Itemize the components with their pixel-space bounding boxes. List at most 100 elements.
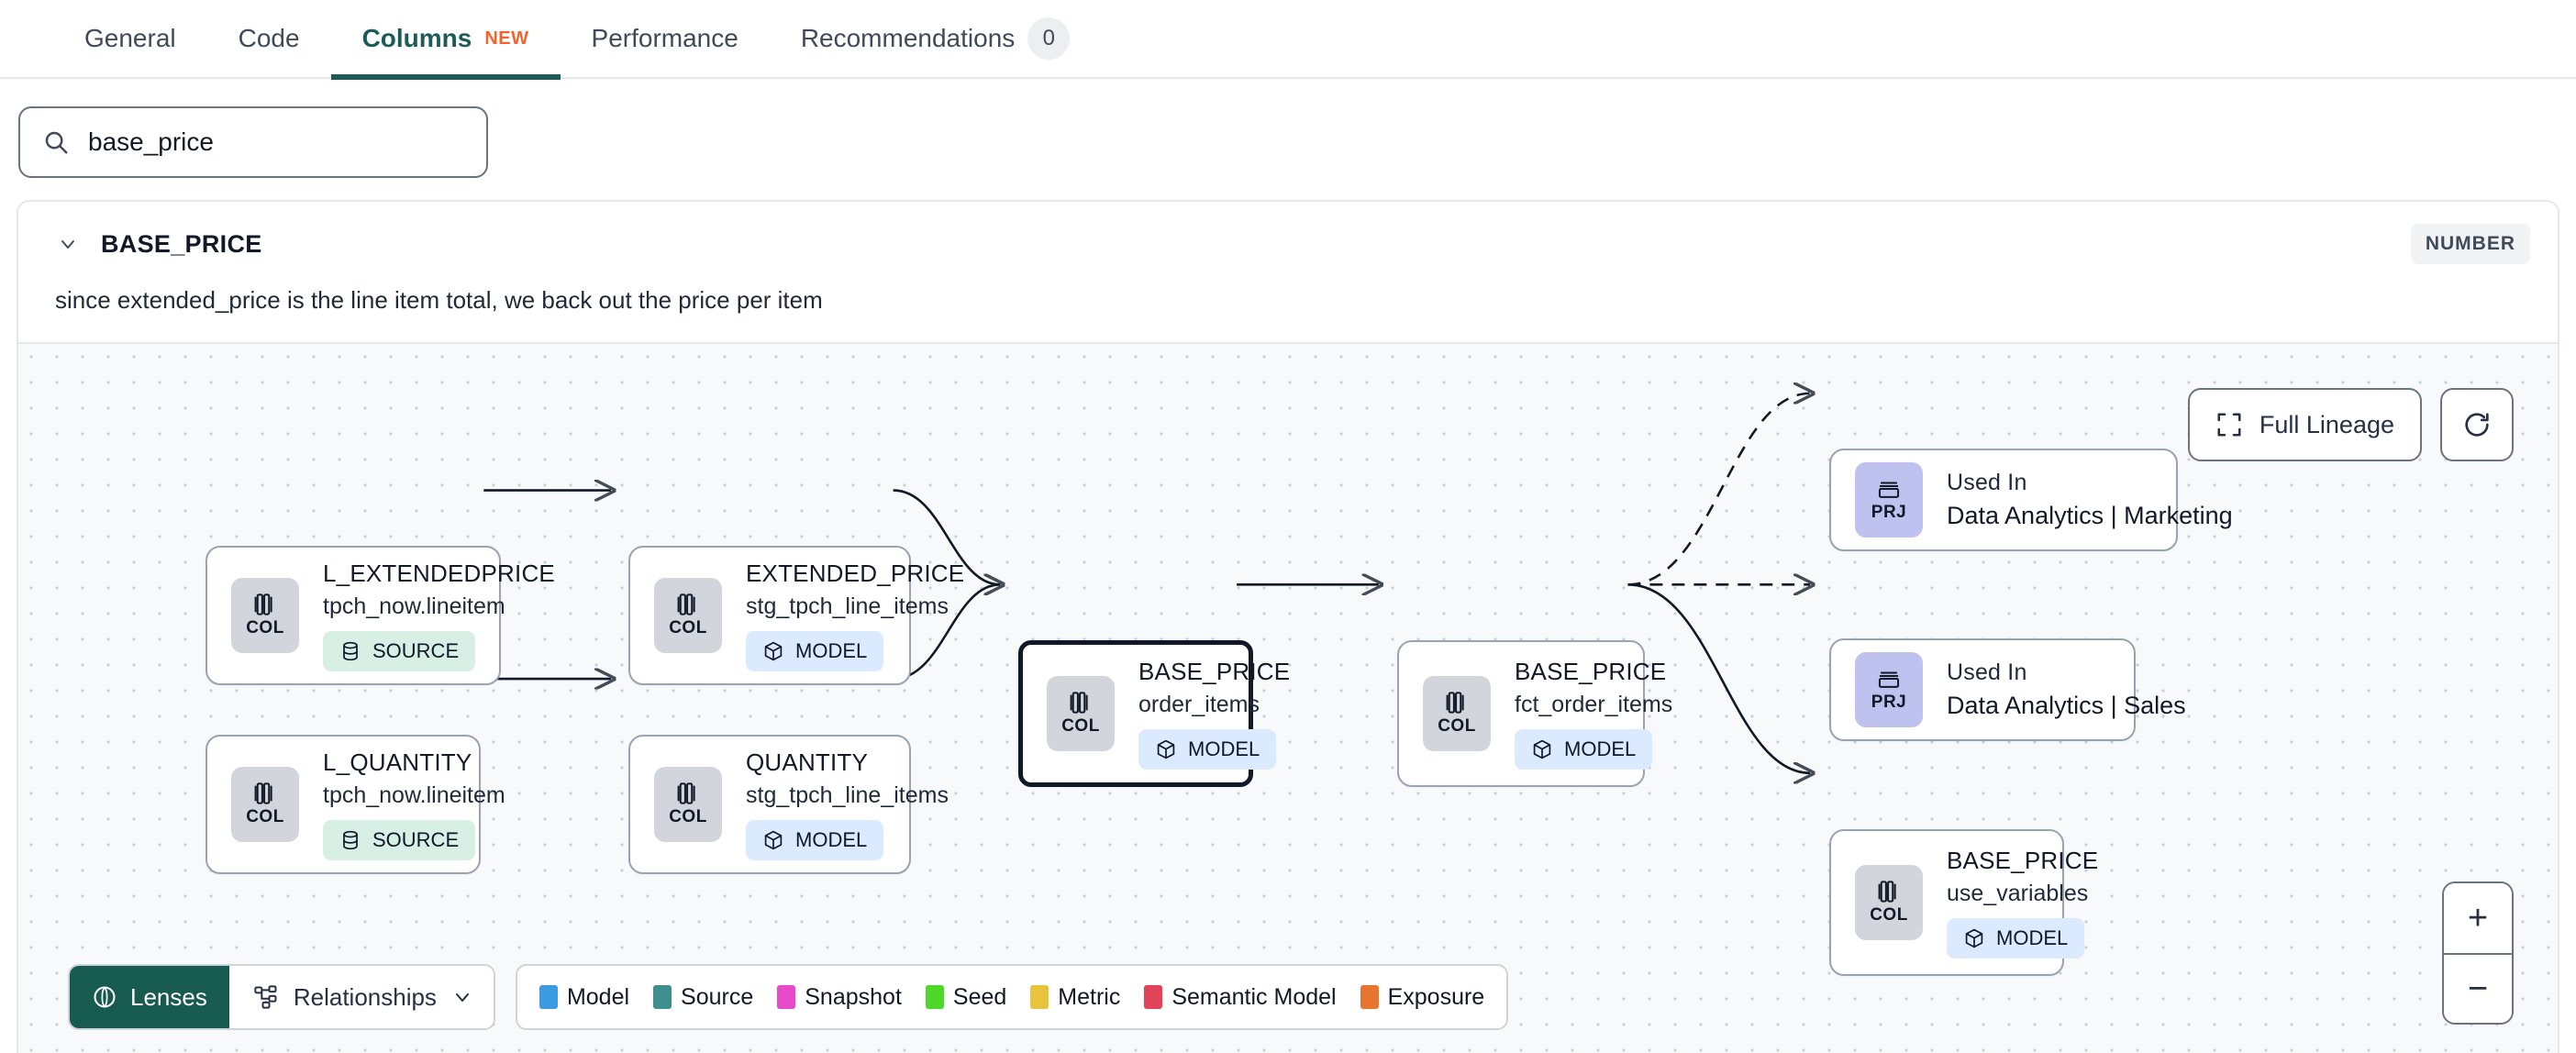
chevron-down-icon[interactable] (451, 986, 473, 1008)
canvas-controls: Full Lineage (2187, 388, 2514, 461)
lineage-legend: Model Source Snapshot Seed Metric Semantic Mo… (515, 964, 1509, 1030)
expand-icon (2215, 411, 2243, 438)
node-subtitle: tpch_now.lineitem (323, 782, 505, 808)
legend-label: Source (681, 983, 754, 1010)
node-title: BASE_PRICE (1515, 658, 1667, 685)
search-section (0, 79, 2576, 200)
legend-item-exposure[interactable]: Exposure (1360, 983, 1485, 1011)
legend-item-model[interactable]: Model (539, 984, 629, 1011)
node-title: BASE_PRICE (1138, 658, 1291, 685)
database-icon (339, 640, 361, 662)
column-icon: COL (231, 767, 299, 842)
node-title: EXTENDED_PRICE (746, 560, 965, 587)
tab-code[interactable]: Code (207, 0, 331, 78)
tab-label: Recommendations (800, 24, 1016, 52)
legend-swatch (539, 985, 558, 1009)
node-title: L_QUANTITY (323, 748, 472, 776)
search-box[interactable] (18, 106, 488, 178)
legend-label: Snapshot (805, 983, 902, 1010)
full-lineage-label: Full Lineage (2259, 410, 2394, 438)
tab-label: Columns (361, 24, 472, 52)
tab-new-badge: NEW (484, 28, 529, 49)
node-subtitle: stg_tpch_line_items (746, 782, 949, 808)
cube-icon (1963, 927, 1985, 949)
tab-general[interactable]: General (53, 0, 207, 78)
legend-item-semantic-model[interactable]: Semantic Model (1144, 984, 1337, 1011)
tab-performance[interactable]: Performance (561, 0, 770, 78)
zoom-out-button[interactable]: − (2444, 953, 2512, 1023)
lens-icon (92, 984, 117, 1010)
search-icon (42, 128, 70, 156)
project-icon: PRJ (1855, 462, 1923, 538)
node-kind-label: COL (1870, 905, 1908, 925)
node-type-tag-label: MODEL (1996, 926, 2069, 949)
search-input[interactable] (88, 127, 464, 157)
refresh-icon (2462, 410, 2492, 439)
chevron-down-icon[interactable] (55, 231, 81, 257)
node-type-tag-label: MODEL (1188, 737, 1260, 760)
node-type-tag-label: MODEL (1564, 737, 1637, 760)
node-type-tag: MODEL (1947, 918, 2085, 959)
tab-columns[interactable]: Columns NEW (330, 0, 561, 80)
node-type-tag: SOURCE (323, 820, 476, 860)
node-subtitle: Data Analytics | Sales (1947, 692, 2186, 719)
lenses-button[interactable]: Lenses (70, 966, 229, 1028)
node-type-tag: MODEL (1515, 729, 1653, 770)
tab-label: Performance (591, 24, 738, 52)
relationships-label: Relationships (293, 982, 437, 1011)
column-icon: COL (1855, 865, 1923, 940)
lenses-label: Lenses (130, 982, 207, 1011)
legend-swatch (1030, 985, 1049, 1009)
legend-label: Model (566, 983, 630, 1010)
node-kind-label: PRJ (1871, 503, 1907, 522)
node-kind-label: COL (669, 807, 707, 826)
column-icon: COL (1047, 676, 1115, 751)
node-kind-label: PRJ (1871, 693, 1907, 712)
tab-bar: General Code Columns NEW Performance Recommen… (0, 0, 2576, 80)
legend-item-seed[interactable]: Seed (925, 984, 1006, 1011)
column-icon: COL (654, 578, 722, 653)
column-icon: COL (231, 578, 299, 653)
node-subtitle: use_variables (1947, 881, 2089, 906)
legend-label: Metric (1058, 983, 1121, 1010)
tab-label: General (84, 24, 176, 52)
legend-label: Exposure (1387, 983, 1485, 1010)
legend-item-source[interactable]: Source (653, 984, 753, 1011)
column-header[interactable]: BASE_PRICE NUMBER (18, 202, 2558, 273)
node-kind-label: COL (1061, 716, 1100, 736)
relationships-button[interactable]: Relationships (228, 966, 494, 1028)
cube-icon (762, 829, 784, 851)
node-subtitle: fct_order_items (1515, 692, 1673, 717)
node-subtitle: order_items (1138, 692, 1260, 717)
zoom-in-button[interactable]: + (2444, 883, 2512, 953)
legend-swatch (1360, 985, 1379, 1009)
cube-icon (1531, 738, 1553, 760)
full-lineage-button[interactable]: Full Lineage (2187, 388, 2422, 461)
node-type-tag: MODEL (746, 631, 884, 671)
column-icon: COL (1423, 676, 1491, 751)
legend-swatch (777, 985, 796, 1009)
legend-item-metric[interactable]: Metric (1030, 984, 1120, 1011)
column-type-badge: NUMBER (2410, 224, 2530, 264)
legend-item-snapshot[interactable]: Snapshot (777, 984, 902, 1011)
project-icon: PRJ (1855, 652, 1923, 727)
node-type-tag: MODEL (746, 820, 884, 860)
lenses-group: Lenses Relationships (68, 964, 495, 1030)
refresh-button[interactable] (2440, 388, 2514, 461)
